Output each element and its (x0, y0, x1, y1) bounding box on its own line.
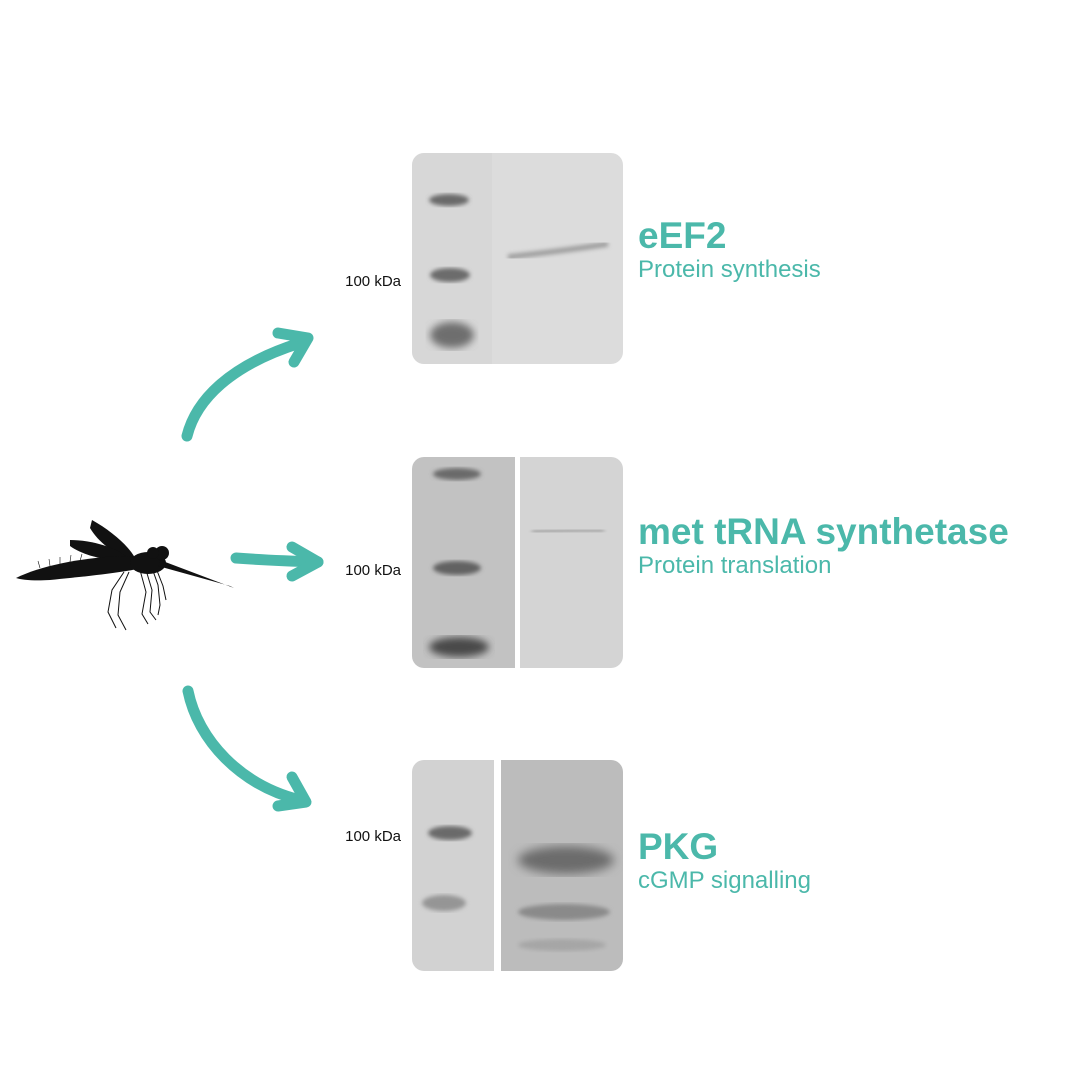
protein-name: PKG (638, 826, 719, 867)
protein-function: Protein translation (638, 552, 832, 579)
protein-function: cGMP signalling (638, 867, 811, 894)
target-label-met-trna-synthetase: met tRNA synthetase Protein translation (638, 512, 1009, 580)
arrow-head-eef2 (272, 327, 314, 368)
protein-name: eEF2 (638, 215, 727, 256)
gel-image-met-trna-synthetase (412, 457, 623, 668)
protein-name: met tRNA synthetase (638, 511, 1009, 552)
molecular-weight-marker: 100 kDa (345, 273, 401, 290)
mosquito-silhouette-icon (16, 520, 234, 631)
target-label-pkg: PKG cGMP signalling (638, 827, 811, 895)
gel-image-eef2 (412, 153, 623, 364)
protein-function: Protein synthesis (638, 256, 821, 283)
arrow-head-pkg (272, 771, 312, 812)
arrow-to-eef2 (181, 337, 306, 442)
target-label-eef2: eEF2 Protein synthesis (638, 216, 821, 284)
arrow-head-met (286, 541, 324, 582)
arrow-to-pkg (182, 685, 306, 806)
molecular-weight-marker: 100 kDa (345, 828, 401, 845)
gel-image-pkg (412, 760, 623, 971)
molecular-weight-marker: 100 kDa (345, 562, 401, 579)
